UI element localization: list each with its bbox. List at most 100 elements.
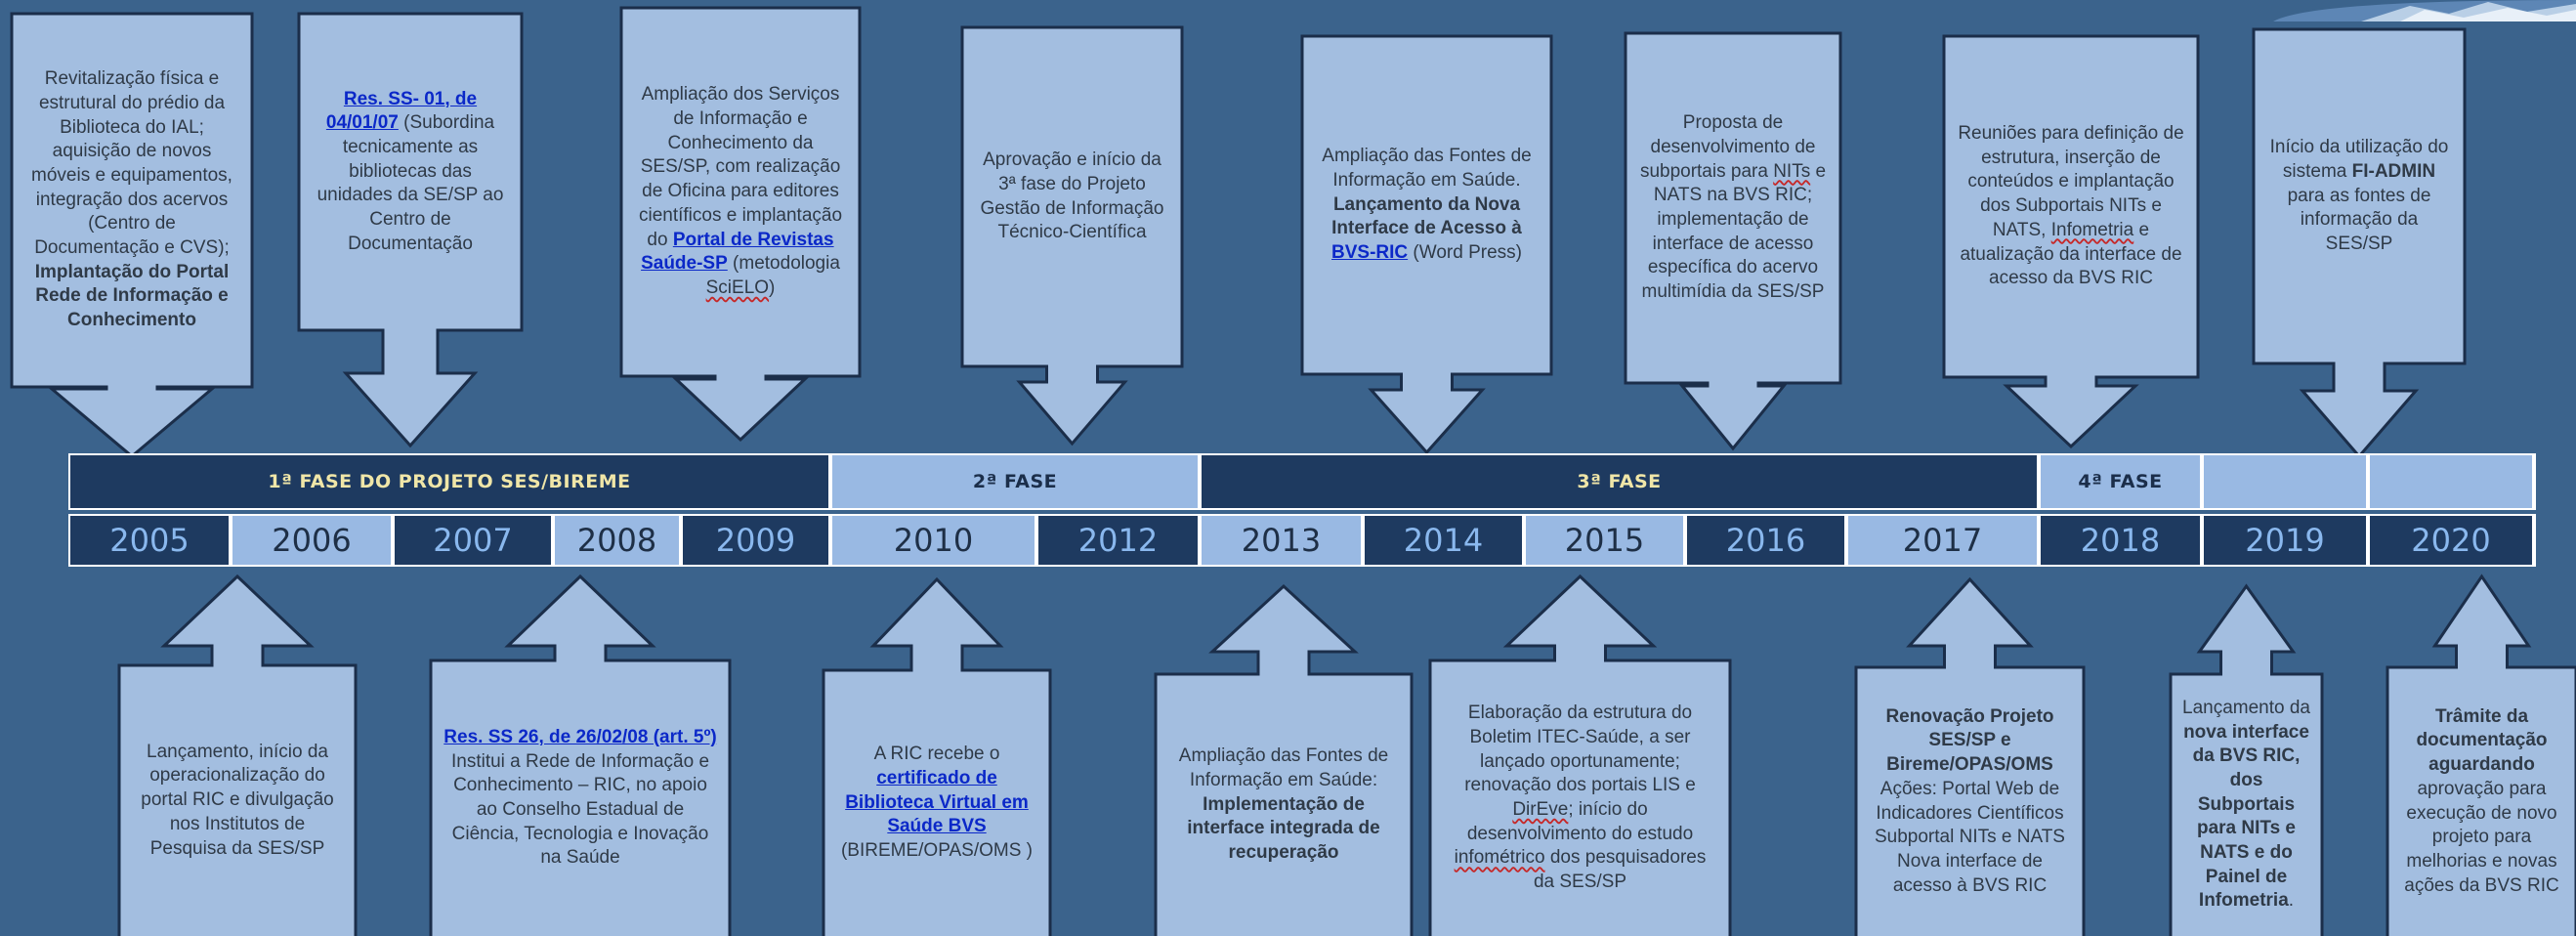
document-link[interactable]: certificado de Biblioteca Virtual em Saú… — [845, 767, 1029, 837]
year-label: 2009 — [715, 522, 796, 559]
up-arrow-callout-shape — [822, 576, 1052, 936]
spellcheck-word: SciELO — [705, 277, 770, 298]
bold-text: Nova Interface de Acesso à — [1331, 193, 1522, 239]
top-callout-1: Revitalização física e estrutural do pré… — [14, 16, 250, 385]
text-run: Lançamento, início da operacionalização … — [141, 741, 334, 859]
year-label: 2017 — [1902, 522, 1983, 559]
down-arrow-callout-shape — [1942, 34, 2200, 449]
year-label: 2008 — [576, 522, 657, 559]
year-cell — [1687, 516, 1844, 565]
up-arrow-callout-shape — [1154, 583, 1414, 936]
year-cell — [232, 516, 391, 565]
year-cell — [1365, 516, 1522, 565]
year-label: 2015 — [1564, 522, 1645, 559]
down-arrow-callout-shape — [2252, 27, 2467, 459]
top-callout-8-text: Início da utilização do sistema FI-ADMIN… — [2265, 136, 2453, 256]
phase-cell — [70, 455, 828, 508]
bottom-callout-2: Res. SS 26, de 26/02/08 (art. 5º) Instit… — [433, 662, 728, 934]
year-label: 2007 — [433, 522, 513, 559]
phase-label: 3ª FASE — [1577, 471, 1662, 492]
top-callout-2-text: Res. SS- 01, de 04/01/07 (Subordina tecn… — [311, 88, 510, 257]
down-arrow-callout-shape — [10, 12, 254, 458]
document-link[interactable]: BVS-RIC — [1331, 242, 1409, 264]
year-label: 2016 — [1725, 522, 1806, 559]
down-arrow-callout-shape — [619, 6, 862, 443]
phase-label: 2ª FASE — [972, 471, 1058, 492]
phase-cell — [2204, 455, 2366, 508]
bold-text: nova interface da BVS RIC, dos — [2183, 721, 2309, 790]
phase-label: 1ª FASE DO PROJETO SES/BIREME — [268, 471, 631, 492]
bottom-callout-7: Lançamento da nova interface da BVS RIC,… — [2173, 676, 2320, 934]
down-arrow-callout-shape — [297, 12, 524, 448]
text-run: e atualização da interface de acesso da … — [1960, 219, 2182, 289]
phase-cell — [2041, 455, 2200, 508]
text-run: dos pesquisadores da SES/SP — [1533, 847, 1707, 893]
document-link[interactable]: Portal de Revistas Saúde-SP — [641, 229, 834, 275]
bottom-callout-5-text: Elaboração da estrutura do Boletim ITEC-… — [1442, 702, 1718, 895]
top-callout-6-text: Proposta de desenvolvimento de subportai… — [1637, 111, 1829, 305]
phase-label — [2370, 455, 2532, 508]
year-label: 2014 — [1403, 522, 1484, 559]
bottom-callout-3-text: A RIC recebe o certificado de Biblioteca… — [835, 743, 1038, 863]
year-cell — [1526, 516, 1683, 565]
document-link[interactable]: Res. SS- 01, de 04/01/07 — [325, 88, 478, 134]
bold-text: Lançamento da — [1332, 193, 1475, 215]
bold-text: Trâmite da documentação aguardando — [2416, 705, 2548, 776]
bottom-callout-1-text: Lançamento, início da operacionalização … — [131, 741, 344, 861]
bold-text: NITs — [2241, 818, 2281, 839]
text-run: aprovação para execução de novo projeto … — [2404, 778, 2559, 896]
text-run: Início da utilização do sistema — [2269, 137, 2449, 182]
bottom-callout-7-text: Lançamento da nova interface da BVS RIC,… — [2182, 697, 2310, 914]
bottom-callout-4-text: Ampliação das Fontes de Informação em Sa… — [1167, 745, 1400, 865]
year-cell — [2041, 516, 2200, 565]
top-callout-4: Aprovação e início da 3ª fase do Projeto… — [964, 29, 1180, 364]
bold-text: Infometria — [2198, 890, 2289, 912]
year-label: 2020 — [2411, 522, 2491, 559]
bold-text: Subportais — [2197, 793, 2296, 815]
year-label: 2018 — [2080, 522, 2161, 559]
down-arrow-callout-shape — [1300, 34, 1553, 455]
bottom-callout-5: Elaboração da estrutura do Boletim ITEC-… — [1432, 662, 1728, 934]
year-cell — [555, 516, 679, 565]
bold-text: para — [2196, 818, 2242, 839]
logo-corner — [2254, 0, 2576, 26]
text-run: (Word Press) — [1408, 242, 1522, 264]
text-run: Elaboração da estrutura do Boletim ITEC-… — [1464, 702, 1696, 796]
text-run: Proposta de desenvolvimento de subportai… — [1639, 112, 1816, 182]
text-run: Reuniões para definição de estrutura, in… — [1958, 123, 2184, 240]
top-callout-8: Início da utilização do sistema FI-ADMIN… — [2256, 31, 2463, 362]
top-callout-1-text: Revitalização física e estrutural do pré… — [23, 67, 240, 333]
spellcheck-word: DirEve — [1512, 799, 1569, 820]
bottom-callout-6: Renovação Projeto SES/SP e Bireme/OPAS/O… — [1858, 669, 2082, 934]
year-cell — [70, 516, 229, 565]
text-run: . — [2288, 890, 2295, 912]
year-label: 2006 — [272, 522, 352, 559]
down-arrow-callout-shape — [960, 25, 1184, 447]
year-cell — [832, 516, 1035, 565]
text-run: ; início do desenvolvimento do estudo — [1466, 799, 1694, 844]
up-arrow-callout-shape — [1854, 576, 2086, 936]
top-callout-3: Ampliação dos Serviços de Informação e C… — [623, 10, 858, 374]
top-callout-5-text: Ampliação das Fontes de Informação em Sa… — [1314, 145, 1540, 265]
text-run: Revitalização física e estrutural do pré… — [31, 68, 232, 259]
bold-text: Implantação do Portal Rede de Informação… — [34, 261, 230, 331]
spellcheck-word: Infometria — [2050, 219, 2134, 240]
year-cell — [1038, 516, 1198, 565]
year-cell — [1202, 516, 1361, 565]
bottom-callout-2-text: Res. SS 26, de 26/02/08 (art. 5º) Instit… — [443, 726, 718, 871]
bottom-callout-3: A RIC recebe o certificado de Biblioteca… — [825, 672, 1048, 934]
bottom-callout-8: Trâmite da documentação aguardando aprov… — [2389, 669, 2574, 934]
spellcheck-word: NITs — [1773, 160, 1811, 182]
top-callout-7: Reuniões para definição de estrutura, in… — [1946, 38, 2196, 375]
year-cell — [2370, 516, 2532, 565]
bold-text: e NATS e do Painel de — [2200, 818, 2297, 887]
bold-text: Implementação de — [1203, 793, 1365, 815]
year-cell — [1848, 516, 2037, 565]
year-cell — [683, 516, 828, 565]
bottom-callout-4: Ampliação das Fontes de Informação em Sa… — [1158, 676, 1410, 934]
top-callout-2: Res. SS- 01, de 04/01/07 (Subordina tecn… — [301, 16, 520, 328]
up-arrow-callout-shape — [117, 574, 358, 936]
document-link[interactable]: Res. SS 26, de 26/02/08 (art. 5º) — [443, 726, 717, 747]
bottom-callout-6-text: Renovação Projeto SES/SP e Bireme/OPAS/O… — [1868, 705, 2072, 899]
